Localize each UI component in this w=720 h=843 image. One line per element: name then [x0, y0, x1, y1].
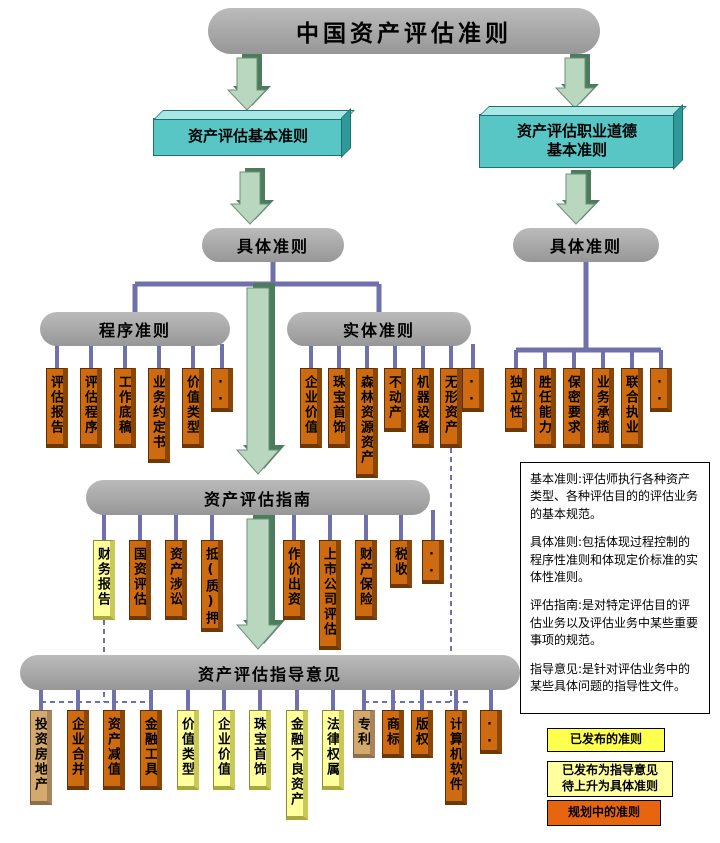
down-arrow-3d	[554, 54, 599, 109]
definition-basic: 基本准则:评估师执行各种资产类型、各种评估目的的评估业务的基本规范。	[530, 472, 699, 521]
standard-item: 价值类型	[177, 710, 199, 790]
down-arrow-3d	[229, 168, 274, 225]
standard-item: 胜任能力	[534, 368, 556, 448]
standard-item: 珠宝首饰	[328, 368, 350, 448]
standard-item: 金融不良资产	[286, 710, 308, 820]
standard-item: 机器设备	[412, 368, 434, 448]
standard-item-more: ···	[462, 368, 484, 412]
basic-standards-node: 资产评估基本准则	[153, 118, 343, 156]
standard-item: 保密要求	[563, 368, 585, 448]
standard-item: 企业合并	[67, 710, 89, 790]
standard-item-more: ···	[480, 710, 502, 754]
standard-item: 上市公司评估	[319, 540, 341, 650]
standard-item: 金融工具	[140, 710, 162, 790]
standard-item: 版权	[411, 710, 433, 758]
standard-item: 独立性	[505, 368, 527, 432]
standard-item: 计算机软件	[445, 710, 467, 805]
basic-standards-label: 资产评估基本准则	[187, 127, 308, 146]
standard-item: 财产保险	[355, 540, 377, 620]
procedural-standards-node: 程序准则	[40, 312, 230, 346]
standard-item: 税收	[390, 540, 412, 588]
ethics-basic-standards-label: 资产评估职业道德基本准则	[516, 121, 637, 160]
standard-item: 评估程序	[80, 368, 102, 448]
guidance-opinions-node: 资产评估指导意见	[20, 655, 520, 690]
standard-item: 投资房地产	[30, 710, 52, 805]
title-node: 中国资产评估准则	[208, 8, 600, 54]
down-arrow-3d	[226, 54, 271, 111]
legend-item-published: 已发布的准则	[547, 728, 665, 752]
valuation-guides-node: 资产评估指南	[86, 480, 430, 515]
down-arrow-3d-long	[235, 514, 285, 650]
down-arrow-3d	[555, 170, 600, 225]
definition-specific: 具体准则:包括体现过程控制的程序性准则和体现定价标准的实体性准则。	[530, 535, 699, 584]
standard-item: 企业价值	[213, 710, 235, 790]
substantive-standards-node: 实体准则	[287, 312, 471, 346]
standard-item: 作价出资	[283, 540, 305, 620]
standard-item: 抵(质)押	[201, 540, 223, 632]
standard-item: 资产减值	[103, 710, 125, 790]
standard-item: 专利	[353, 710, 375, 758]
specific-standards-left-node: 具体准则	[202, 228, 344, 262]
standard-item: 珠宝首饰	[249, 710, 271, 790]
standard-item: 财务报告	[93, 540, 115, 620]
standard-item: 资产涉讼	[165, 540, 187, 620]
specific-standards-right-node: 具体准则	[513, 228, 659, 262]
standard-item: 业务承揽	[592, 368, 614, 448]
down-arrow-3d-long	[235, 283, 285, 475]
standard-item: 价值类型	[182, 368, 204, 448]
ethics-basic-standards-node: 资产评估职业道德基本准则	[479, 114, 675, 168]
standard-item: 业务约定书	[148, 368, 170, 463]
standard-item: 国资评估	[129, 540, 151, 620]
standard-item: 森林资源资产	[356, 368, 378, 478]
definition-opinion: 指导意见:是针对评估业务中的某些具体问题的指导性文件。	[530, 661, 691, 693]
legend-item-guidance-to-standard: 已发布为指导意见待上升为具体准则	[547, 761, 673, 797]
definition-guide: 评估指南:是对特定评估目的评估业务以及评估业务中某些重要事项的规范。	[530, 598, 699, 648]
standard-item: 法律权属	[322, 710, 344, 790]
standard-item: 商标	[382, 710, 404, 758]
standard-item: 企业价值	[300, 368, 322, 448]
standard-item-more: ···	[211, 368, 233, 412]
legend-item-planned: 规划中的准则	[547, 800, 661, 826]
standard-item: 不动产	[384, 368, 406, 432]
standard-item-more: ···	[422, 540, 444, 584]
connector-stems	[39, 344, 663, 712]
standard-item: 联合执业	[621, 368, 643, 448]
standard-item: 评估报告	[46, 368, 68, 448]
standard-item: 工作底稿	[114, 368, 136, 448]
standard-item-more: ···	[650, 368, 672, 412]
definitions-panel: 基本准则:评估师执行各种资产类型、各种评估目的的评估业务的基本规范。 具体准则:…	[520, 462, 710, 714]
standard-item: 无形资产	[440, 368, 462, 448]
